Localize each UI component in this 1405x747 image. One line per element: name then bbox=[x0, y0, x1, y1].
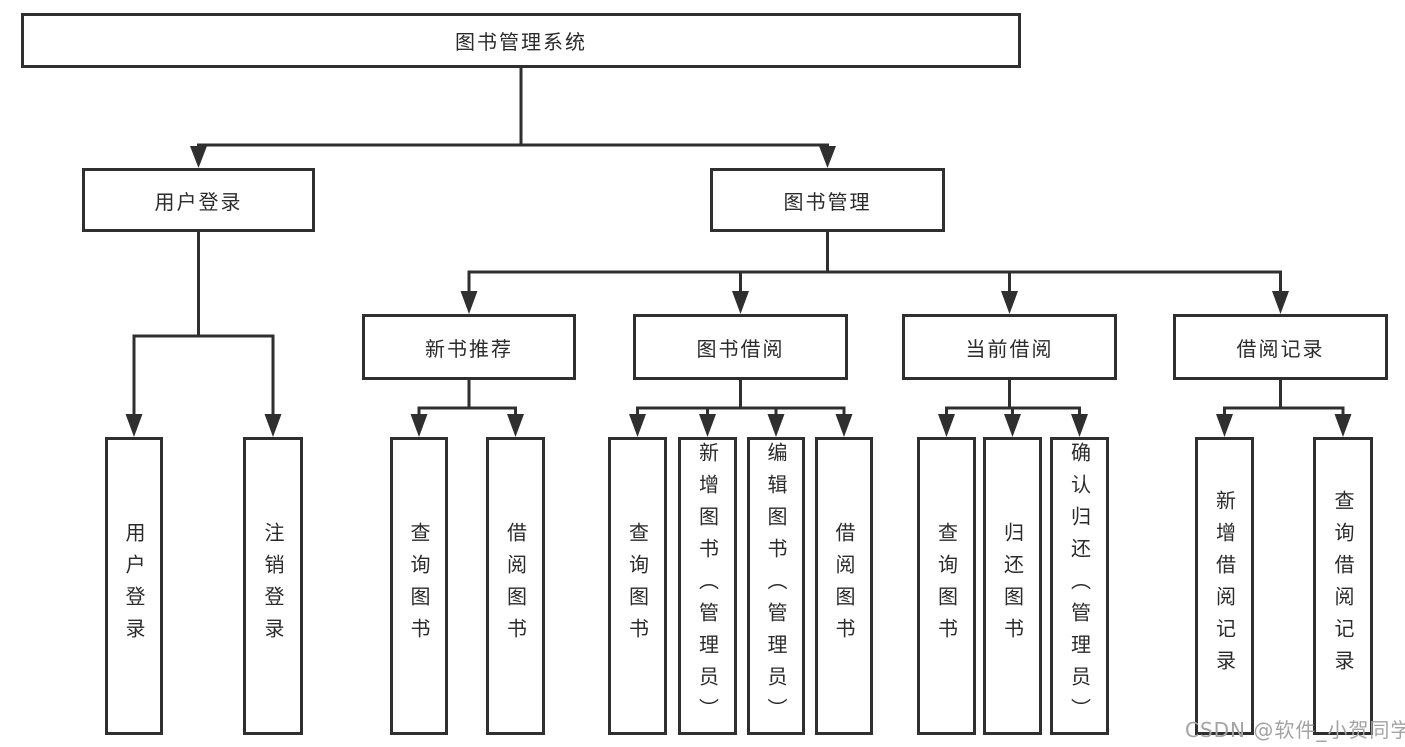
leaf-borrow-books-label: 借阅图书 bbox=[832, 522, 856, 650]
leaf-add-borrow-record: 新增借阅记录 bbox=[1195, 437, 1254, 735]
leaf-query-books-borrow: 查询图书 bbox=[608, 437, 667, 735]
leaf-return-books: 归还图书 bbox=[983, 437, 1042, 735]
node-book-management: 图书管理 bbox=[710, 168, 945, 232]
csdn-watermark: CSDN @软件_小贺同学 bbox=[1185, 718, 1405, 742]
leaf-query-borrow-record-label: 查询借阅记录 bbox=[1331, 490, 1355, 682]
leaf-add-books-admin-label: 新增图书（管理员） bbox=[695, 442, 720, 730]
leaf-user-login: 用户登录 bbox=[105, 437, 163, 735]
leaf-borrow-books-newbook-label: 借阅图书 bbox=[503, 522, 528, 650]
node-new-book-recommend: 新书推荐 bbox=[362, 314, 576, 380]
connector-newbook-to-leaves bbox=[417, 380, 517, 417]
connector-borrow-to-leaves bbox=[636, 380, 846, 417]
node-book-management-label: 图书管理 bbox=[783, 189, 872, 214]
connector-current-to-leaves bbox=[945, 380, 1081, 417]
node-user-login-label: 用户登录 bbox=[154, 189, 243, 214]
node-current-borrow-label: 当前借阅 bbox=[965, 336, 1054, 361]
node-book-borrow-label: 图书借阅 bbox=[696, 336, 785, 361]
leaf-query-borrow-record: 查询借阅记录 bbox=[1313, 437, 1373, 735]
leaf-confirm-return-admin: 确认归还（管理员） bbox=[1050, 437, 1109, 735]
connector-root-to-level2 bbox=[197, 68, 829, 152]
leaf-query-books-borrow-label: 查询图书 bbox=[625, 522, 650, 650]
node-borrow-record: 借阅记录 bbox=[1173, 314, 1388, 380]
leaf-query-books-current: 查询图书 bbox=[917, 437, 976, 735]
leaf-logout-label: 注销登录 bbox=[261, 522, 285, 650]
node-borrow-record-label: 借阅记录 bbox=[1236, 336, 1325, 361]
leaf-return-books-label: 归还图书 bbox=[1000, 522, 1025, 650]
leaf-query-books-newbook: 查询图书 bbox=[390, 437, 448, 735]
connector-login-to-leaves bbox=[132, 232, 275, 417]
node-new-book-recommend-label: 新书推荐 bbox=[425, 336, 513, 361]
node-root-label: 图书管理系统 bbox=[455, 30, 587, 54]
leaf-borrow-books: 借阅图书 bbox=[815, 437, 873, 735]
leaf-edit-books-admin: 编辑图书（管理员） bbox=[747, 437, 805, 735]
connector-record-to-leaves bbox=[1223, 380, 1345, 417]
leaf-edit-books-admin-label: 编辑图书（管理员） bbox=[764, 442, 788, 730]
leaf-confirm-return-admin-label: 确认归还（管理员） bbox=[1067, 442, 1092, 730]
leaf-borrow-books-newbook: 借阅图书 bbox=[486, 437, 545, 735]
node-current-borrow: 当前借阅 bbox=[902, 314, 1117, 380]
leaf-query-books-newbook-label: 查询图书 bbox=[407, 522, 431, 650]
leaf-add-borrow-record-label: 新增借阅记录 bbox=[1212, 490, 1237, 682]
node-book-borrow: 图书借阅 bbox=[633, 314, 848, 380]
leaf-query-books-current-label: 查询图书 bbox=[934, 522, 959, 650]
leaf-logout: 注销登录 bbox=[243, 437, 303, 735]
node-root-system: 图书管理系统 bbox=[21, 13, 1021, 68]
connector-mgmt-to-level3 bbox=[467, 232, 1282, 294]
arrowheads bbox=[125, 146, 1352, 437]
node-user-login: 用户登录 bbox=[82, 168, 315, 232]
leaf-add-books-admin: 新增图书（管理员） bbox=[678, 437, 737, 735]
leaf-user-login-label: 用户登录 bbox=[122, 522, 146, 650]
